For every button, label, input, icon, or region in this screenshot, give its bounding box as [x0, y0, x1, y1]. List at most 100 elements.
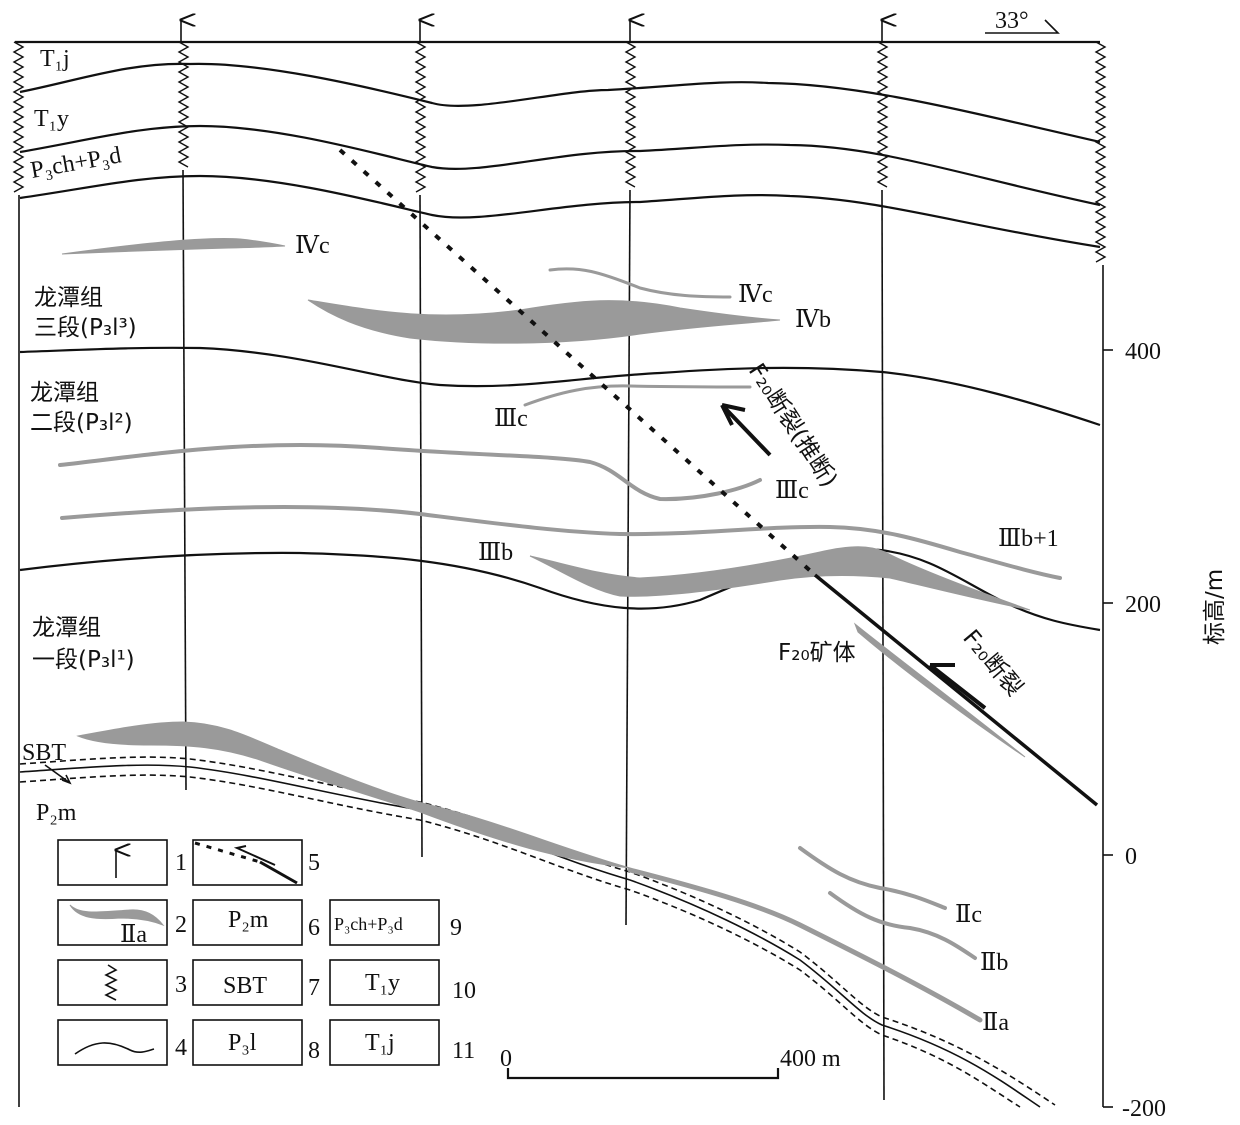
orebodies	[58, 237, 1062, 1023]
label-iia: Ⅱa	[982, 1010, 1009, 1036]
legend-num: 10	[452, 978, 476, 1004]
label-p2m: P₂m	[36, 800, 77, 826]
boundary-t1j-base	[19, 62, 1101, 144]
legend-box-8	[192, 1019, 303, 1066]
borehole-3	[625, 189, 631, 926]
borehole-zigzag	[876, 41, 889, 188]
boundary-p3ch-base	[19, 174, 1101, 249]
orebody-iic	[798, 846, 947, 910]
legend-boundary-icon	[74, 1042, 155, 1055]
zigzag-group	[12, 41, 1107, 263]
label-longtan2-a: 龙潭组	[30, 380, 99, 406]
dip-indicator: 33°	[985, 8, 1060, 34]
fault-motion-arrow-icon	[928, 663, 987, 710]
label-t1y: T₁y	[34, 106, 69, 132]
scale-end: 400 m	[780, 1046, 841, 1072]
legend-num: 3	[175, 972, 187, 998]
scale-bar-line	[506, 1068, 780, 1080]
orebody-iiic-mid	[58, 442, 762, 502]
legend-zigzag-icon	[104, 964, 118, 1001]
orebody-labels: Ⅳc Ⅳc Ⅳb Ⅲc Ⅲc Ⅲb Ⅲb+1 F₂₀矿体 Ⅱc Ⅱb Ⅱa	[295, 233, 1059, 1036]
legend-num: 8	[308, 1038, 320, 1064]
sbt-pointer-icon	[44, 764, 72, 785]
borehole-zigzag	[414, 41, 427, 193]
boundary-l3-l2	[19, 346, 1101, 427]
legend-num: 7	[308, 975, 320, 1001]
legend-num: 11	[452, 1038, 475, 1064]
borehole-zigzag	[177, 41, 190, 168]
label-iib: Ⅱb	[980, 950, 1008, 976]
legend-t1y: T₁y	[365, 970, 400, 996]
axis-title: 标高/m	[1202, 569, 1228, 645]
legend-fault-arrow-icon	[233, 845, 276, 866]
dip-symbol-icon	[985, 19, 1060, 34]
legend-fault-icon	[259, 860, 298, 885]
legend-box-9	[329, 899, 440, 946]
stratum-labels: T₁j T₁y P₃ch+P₃d 龙潭组 三段(P₃l³) 龙潭组 二段(P₃l…	[22, 46, 137, 826]
legend-box-1	[57, 839, 168, 886]
legend-t1j: T₁j	[365, 1030, 395, 1056]
fault-f20	[813, 573, 1099, 807]
legend-num: 9	[450, 915, 462, 941]
label-iic: Ⅱc	[955, 902, 982, 928]
legend-num: 6	[308, 915, 320, 941]
elevation-axis: 400 200 0 -200 标高/m	[1103, 339, 1228, 1122]
legend-orebody-icon	[69, 904, 165, 927]
tick-label-400: 400	[1125, 339, 1161, 365]
legend-num: 1	[175, 850, 187, 876]
legend-p3ch-p3d: P₃ch+P₃d	[334, 914, 403, 934]
orebody-f20	[853, 622, 1026, 758]
sbt-dashed-lower	[19, 774, 1021, 1108]
left-border-zigzag	[12, 41, 25, 193]
label-ivc-mid: Ⅳc	[738, 282, 773, 308]
legend-num: 2	[175, 912, 187, 938]
legend-box-7	[192, 959, 303, 1006]
dip-label: 33°	[995, 8, 1029, 34]
legend-p3l: P₃l	[228, 1030, 257, 1056]
label-longtan3-a: 龙潭组	[34, 285, 103, 311]
orebody-iiib1	[60, 504, 1062, 580]
tick-label-neg200: -200	[1122, 1096, 1166, 1122]
fault-f20-label: F₂₀断裂	[957, 625, 1027, 701]
label-ivb: Ⅳb	[795, 307, 831, 333]
orebody-ivb	[307, 299, 781, 344]
orebody-iib	[828, 891, 977, 960]
scale-bar: 0 400 m	[500, 1046, 841, 1080]
legend-box-11	[329, 1019, 440, 1066]
label-iiic-mid: Ⅲc	[775, 478, 809, 504]
label-sbt: SBT	[22, 740, 66, 766]
tick-label-0: 0	[1125, 844, 1137, 870]
orebody-iia	[627, 867, 983, 1023]
label-ivc-left: Ⅳc	[295, 233, 330, 259]
legend-num: 4	[175, 1035, 187, 1061]
sbt-line	[19, 764, 1041, 1108]
label-longtan3-b: 三段(P₃l³)	[34, 315, 137, 341]
legend-p2m: P₂m	[228, 907, 269, 933]
legend-num: 5	[308, 850, 320, 876]
boundary-t1y-base	[19, 124, 1101, 207]
label-t1j: T₁j	[40, 46, 70, 72]
sbt-dashed-upper	[19, 756, 1056, 1106]
tick-label-200: 200	[1125, 592, 1161, 618]
fault-motion-arrow-icon	[720, 403, 772, 457]
label-longtan1-b: 一段(P₃l¹)	[32, 647, 135, 673]
borehole-zigzag	[624, 41, 637, 188]
borehole-4	[881, 189, 885, 1101]
label-iiib1: Ⅲb+1	[998, 526, 1059, 552]
legend-box-4	[57, 1019, 168, 1066]
label-f20-ore: F₂₀矿体	[778, 640, 856, 666]
orebody-ivc-mid	[548, 267, 732, 299]
orebody-iiib	[529, 546, 1031, 611]
stratum-boundaries	[19, 62, 1101, 1108]
label-longtan1-a: 龙潭组	[32, 615, 101, 641]
right-border-zigzag	[1094, 41, 1107, 263]
legend-box-10	[329, 959, 440, 1006]
faults: F₂₀断裂(推断) F₂₀断裂	[338, 148, 1099, 807]
scale-start: 0	[500, 1046, 512, 1072]
borehole-2	[419, 194, 423, 858]
legend-box-2	[57, 899, 168, 946]
legend-sbt: SBT	[223, 973, 267, 999]
legend-orebody-text: Ⅱa	[120, 922, 147, 948]
legend-box-6	[192, 899, 303, 946]
